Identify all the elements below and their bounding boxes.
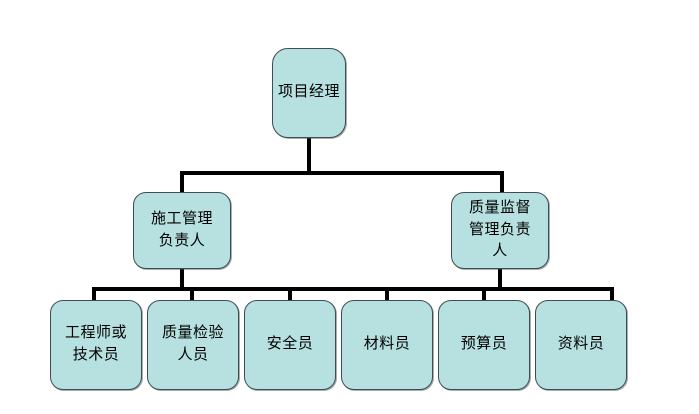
connector-bus-to-mid-left <box>180 171 184 194</box>
org-node-label: 项目经理 <box>277 84 340 101</box>
connector-bus-to-leaf-3 <box>385 287 389 302</box>
connector-root-to-bus <box>307 136 311 175</box>
org-node-quality-inspector[interactable]: 质量检验 人员 <box>147 300 239 390</box>
connector-mid-left-to-bus <box>180 267 184 291</box>
connector-bus-level2 <box>92 287 614 291</box>
org-node-safety-officer[interactable]: 安全员 <box>244 300 336 390</box>
org-node-label: 施工管理 负责人 <box>150 210 213 249</box>
connector-mid-right-to-bus <box>498 267 502 291</box>
org-node-label: 质量检验 人员 <box>161 325 224 363</box>
org-node-budget-officer[interactable]: 预算员 <box>438 300 530 390</box>
org-node-construction-management-lead[interactable]: 施工管理 负责人 <box>133 192 231 269</box>
connector-bus-to-mid-right <box>500 171 504 194</box>
connector-bus-to-leaf-1 <box>190 287 194 302</box>
org-node-label: 工程师或 技术员 <box>64 325 127 363</box>
connector-bus-to-leaf-2 <box>288 287 292 302</box>
org-node-label: 质量监督 管理负责 人 <box>468 199 531 260</box>
connector-bus-level1 <box>180 171 504 175</box>
org-node-project-manager[interactable]: 项目经理 <box>272 48 346 138</box>
org-node-label: 材料员 <box>363 336 411 353</box>
org-node-label: 资料员 <box>557 336 605 353</box>
org-node-documentation-clerk[interactable]: 资料员 <box>535 300 627 390</box>
connector-bus-to-leaf-5 <box>610 287 614 302</box>
connector-bus-to-leaf-4 <box>482 287 486 302</box>
org-node-engineer-or-technician[interactable]: 工程师或 技术员 <box>50 300 142 390</box>
org-node-materials-clerk[interactable]: 材料员 <box>341 300 433 390</box>
connector-bus-to-leaf-0 <box>92 287 96 302</box>
org-node-label: 预算员 <box>460 336 508 353</box>
org-node-label: 安全员 <box>266 336 314 353</box>
org-node-quality-supervision-lead[interactable]: 质量监督 管理负责 人 <box>451 192 549 269</box>
